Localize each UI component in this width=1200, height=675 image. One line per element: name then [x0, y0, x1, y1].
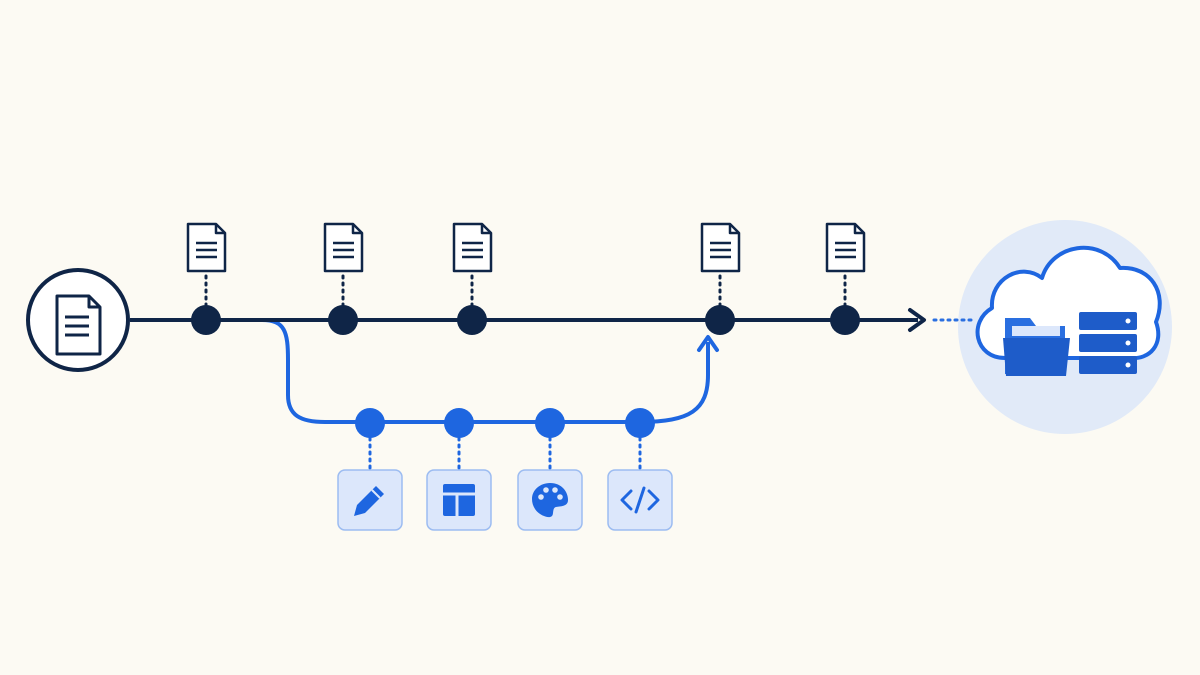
document-icon [452, 222, 493, 273]
branch-commit-node [535, 408, 565, 438]
main-commit-node [328, 305, 358, 335]
branch-commit-node [444, 408, 474, 438]
main-commit-1 [186, 222, 227, 335]
main-commits [186, 222, 866, 335]
branch-commits [337, 408, 673, 531]
main-commit-5 [825, 222, 866, 335]
branch-commit-1 [337, 408, 403, 531]
main-arrow-head [908, 308, 926, 332]
main-commit-node [191, 305, 221, 335]
server-icon [1079, 312, 1137, 374]
main-commit-3 [452, 222, 493, 335]
document-icon [700, 222, 741, 273]
start-node [26, 268, 130, 372]
main-commit-4 [700, 222, 741, 335]
layout-icon [443, 484, 475, 516]
pencil-icon [354, 486, 384, 516]
main-commit-node [457, 305, 487, 335]
branch-commit-4 [607, 408, 673, 531]
document-icon [55, 294, 102, 356]
branch-commit-3 [517, 408, 583, 531]
main-commit-2 [323, 222, 364, 335]
main-commit-node [705, 305, 735, 335]
merge-arrow [697, 335, 719, 352]
main-commit-node [830, 305, 860, 335]
document-icon [825, 222, 866, 273]
branch-commit-node [355, 408, 385, 438]
code-icon [620, 486, 660, 514]
folder-icon [1003, 318, 1070, 376]
branch-commit-node [625, 408, 655, 438]
document-icon [323, 222, 364, 273]
palette-icon [532, 483, 568, 518]
document-icon [186, 222, 227, 273]
branch-line [261, 318, 710, 424]
cloud-destination [958, 220, 1172, 434]
branch-commit-2 [426, 408, 492, 531]
